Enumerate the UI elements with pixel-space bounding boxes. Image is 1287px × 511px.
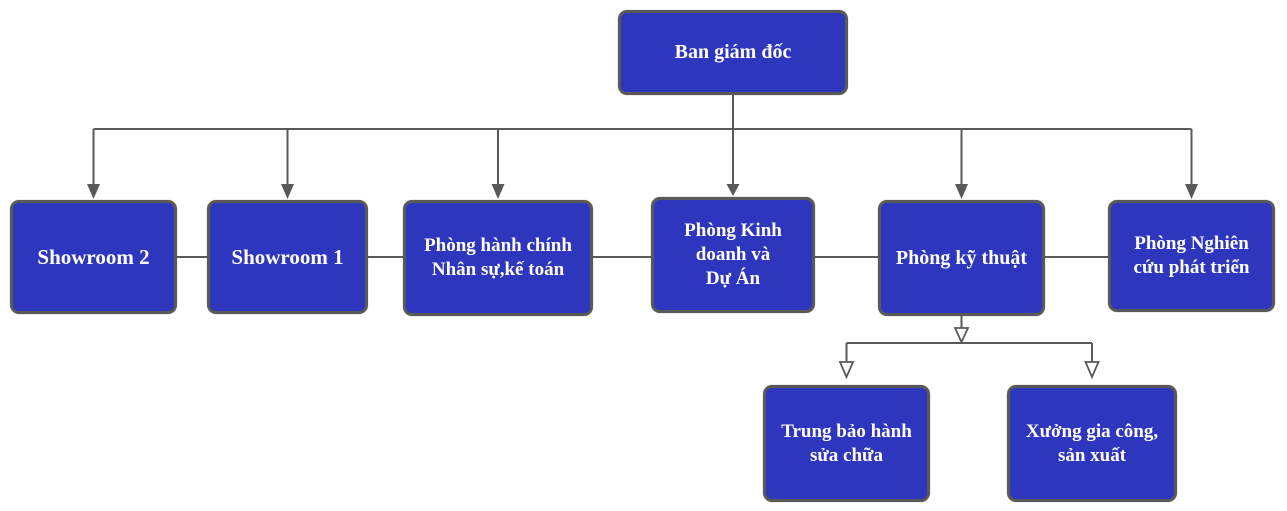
node-phong-nghien-cuu-phat-trien: Phòng Nghiên cứu phát triển [1108,200,1275,312]
node-ban-giam-doc: Ban giám đốc [618,10,848,95]
node-showroom-2: Showroom 2 [10,200,177,314]
arrowhead-solid-kinh-doanh [726,184,740,196]
node-phong-hanh-chinh-nhan-su-ke-toan: Phòng hành chính Nhân sự,kế toán [403,200,593,316]
node-showroom-1: Showroom 1 [207,200,368,314]
node-xuong-gia-cong-san-xuat: Xưởng gia công, sản xuất [1007,385,1177,502]
node-trung-bao-hanh-sua-chua: Trung bảo hành sửa chữa [763,385,930,502]
arrowhead-open-xuong-gia-cong [1084,361,1100,380]
arrowhead-open-trung-bao-hanh [838,361,855,380]
arrowhead-solid-showroom-1 [281,184,294,199]
arrowhead-solid-ky-thuat [955,184,968,199]
node-phong-kinh-doanh-va-du-an: Phòng Kinh doanh và Dự Án [651,197,815,313]
arrowhead-solid-nghien-cuu [1185,184,1198,199]
arrowhead-solid-showroom-2 [87,184,100,199]
arrowhead-open-kythuat [953,327,970,345]
arrowhead-solid-hanh-chinh [491,184,505,199]
node-phong-ky-thuat: Phòng kỹ thuật [878,200,1045,316]
